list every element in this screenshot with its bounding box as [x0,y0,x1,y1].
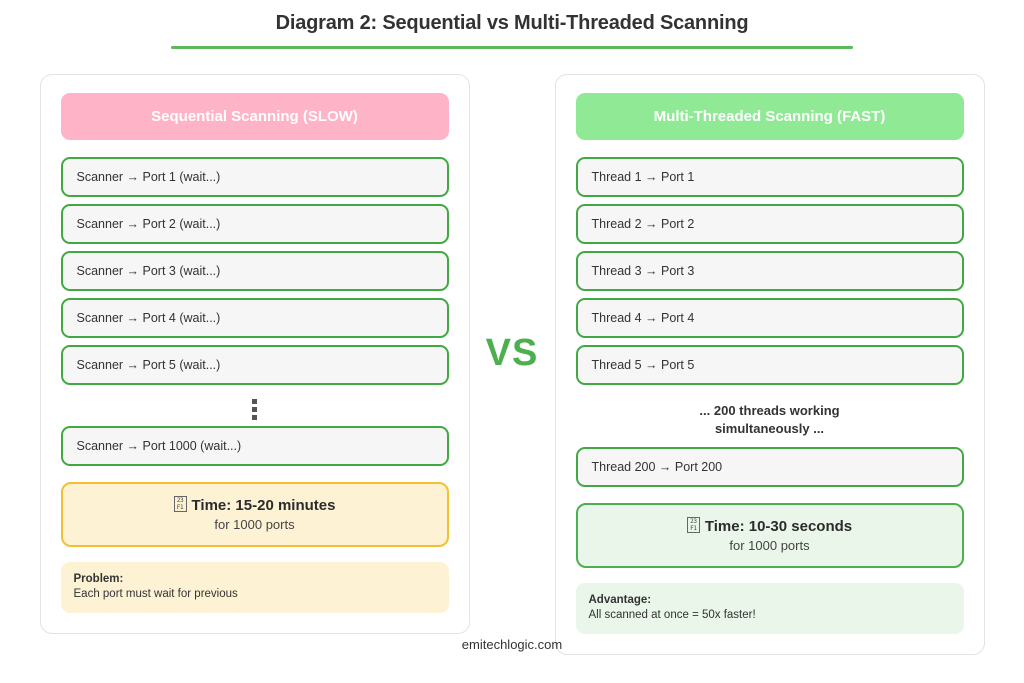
versus-label: VS [485,331,539,374]
page-title: Diagram 2: Sequential vs Multi-Threaded … [275,12,749,34]
note-advantage: Advantage: All scanned at once = 50x fas… [575,583,964,635]
step-label: Scanner → Port 2 (wait...) [76,217,221,231]
tofu-code-top: 23 [690,518,697,526]
note-problem: Problem: Each port must wait for previou… [60,562,449,613]
step-label: Scanner → Port 1000 (wait...) [76,439,242,453]
tofu-code-top: 23 [176,497,184,504]
panel-sequential-scanning: Sequential Scanning (SLOW) Scanner → Por… [39,74,470,634]
step-row: Scanner → Port 1 (wait...) [60,157,449,197]
panel-header-sequential-label: Sequential Scanning (SLOW) [151,108,358,125]
panel-header-sequential: Sequential Scanning (SLOW) [60,93,449,140]
step-row: Scanner → Port 1000 (wait...) [60,426,449,466]
time-summary-sub-text: for 1000 ports [214,517,295,532]
ellipsis-dot [252,414,257,420]
step-label: Thread 200 → Port 200 [591,460,723,475]
time-summary-sub-text: for 1000 ports [729,538,810,554]
step-label: Scanner → Port 5 (wait...) [76,358,221,372]
ellipsis-dot [252,406,257,412]
step-label: Scanner → Port 1 (wait...) [76,170,221,184]
step-row: Scanner → Port 4 (wait...) [60,298,449,338]
step-row: Thread 1 → Port 1 [575,157,964,197]
comparison-panels: Sequential Scanning (SLOW) Scanner → Por… [0,74,1024,656]
step-row: Thread 2 → Port 2 [575,204,964,244]
ellipsis-dot [252,398,257,404]
time-summary-main-text: Time: 15-20 minutes [191,497,336,514]
note-body: All scanned at once = 50x faster! [588,609,756,622]
step-row: Thread 5 → Port 5 [575,345,964,385]
step-label: Scanner → Port 3 (wait...) [76,264,221,278]
step-label: Thread 5 → Port 5 [591,358,695,372]
panel-multithreaded-scanning: Multi-Threaded Scanning (FAST) Thread 1 … [554,74,985,656]
title-underline-rule [171,46,853,49]
stopwatch-tofu-icon: 23 F1 [686,517,700,534]
step-row: Scanner → Port 3 (wait...) [60,251,449,291]
time-summary-main-text: Time: 10-30 seconds [704,518,853,536]
vertical-ellipsis-icon [61,392,449,426]
step-label: Thread 3 → Port 3 [591,264,695,278]
tofu-code-bottom: F1 [690,525,697,533]
time-summary-main-line: 23 F1 Time: 10-30 seconds [588,517,952,535]
tofu-code-bottom: F1 [176,504,184,511]
time-summary-sequential: 23 F1 Time: 15-20 minutes for 1000 ports [60,482,449,547]
diagram-title-block: Diagram 2: Sequential vs Multi-Threaded … [0,12,1024,49]
step-label: Thread 4 → Port 4 [591,311,695,325]
step-row: Scanner → Port 2 (wait...) [60,204,449,244]
note-title: Advantage: [588,594,652,607]
step-label: Thread 1 → Port 1 [591,170,695,184]
note-title: Problem: [73,573,124,585]
versus-separator: VS [470,74,555,632]
footer-attribution: emitechlogic.com [461,637,563,652]
step-row: Thread 4 → Port 4 [575,298,964,338]
note-body: Each port must wait for previous [73,588,238,600]
step-row: Thread 3 → Port 3 [575,251,964,291]
time-summary-main-line: 23 F1 Time: 15-20 minutes [73,496,437,514]
threads-working-line-1: ... 200 threads working [699,403,840,418]
step-row: Thread 200 → Port 200 [575,447,964,488]
step-label: Thread 2 → Port 2 [591,217,695,231]
time-summary-multithreaded: 23 F1 Time: 10-30 seconds for 1000 ports [575,503,964,569]
panel-header-multithreaded-label: Multi-Threaded Scanning (FAST) [653,108,886,125]
panel-header-multithreaded: Multi-Threaded Scanning (FAST) [575,93,964,140]
stopwatch-tofu-icon: 23 F1 [173,496,187,512]
threads-working-note: ... 200 threads working simultaneously .… [576,392,964,447]
step-label: Scanner → Port 4 (wait...) [76,311,221,325]
step-row: Scanner → Port 5 (wait...) [60,345,449,385]
threads-working-line-2: simultaneously ... [714,420,825,436]
